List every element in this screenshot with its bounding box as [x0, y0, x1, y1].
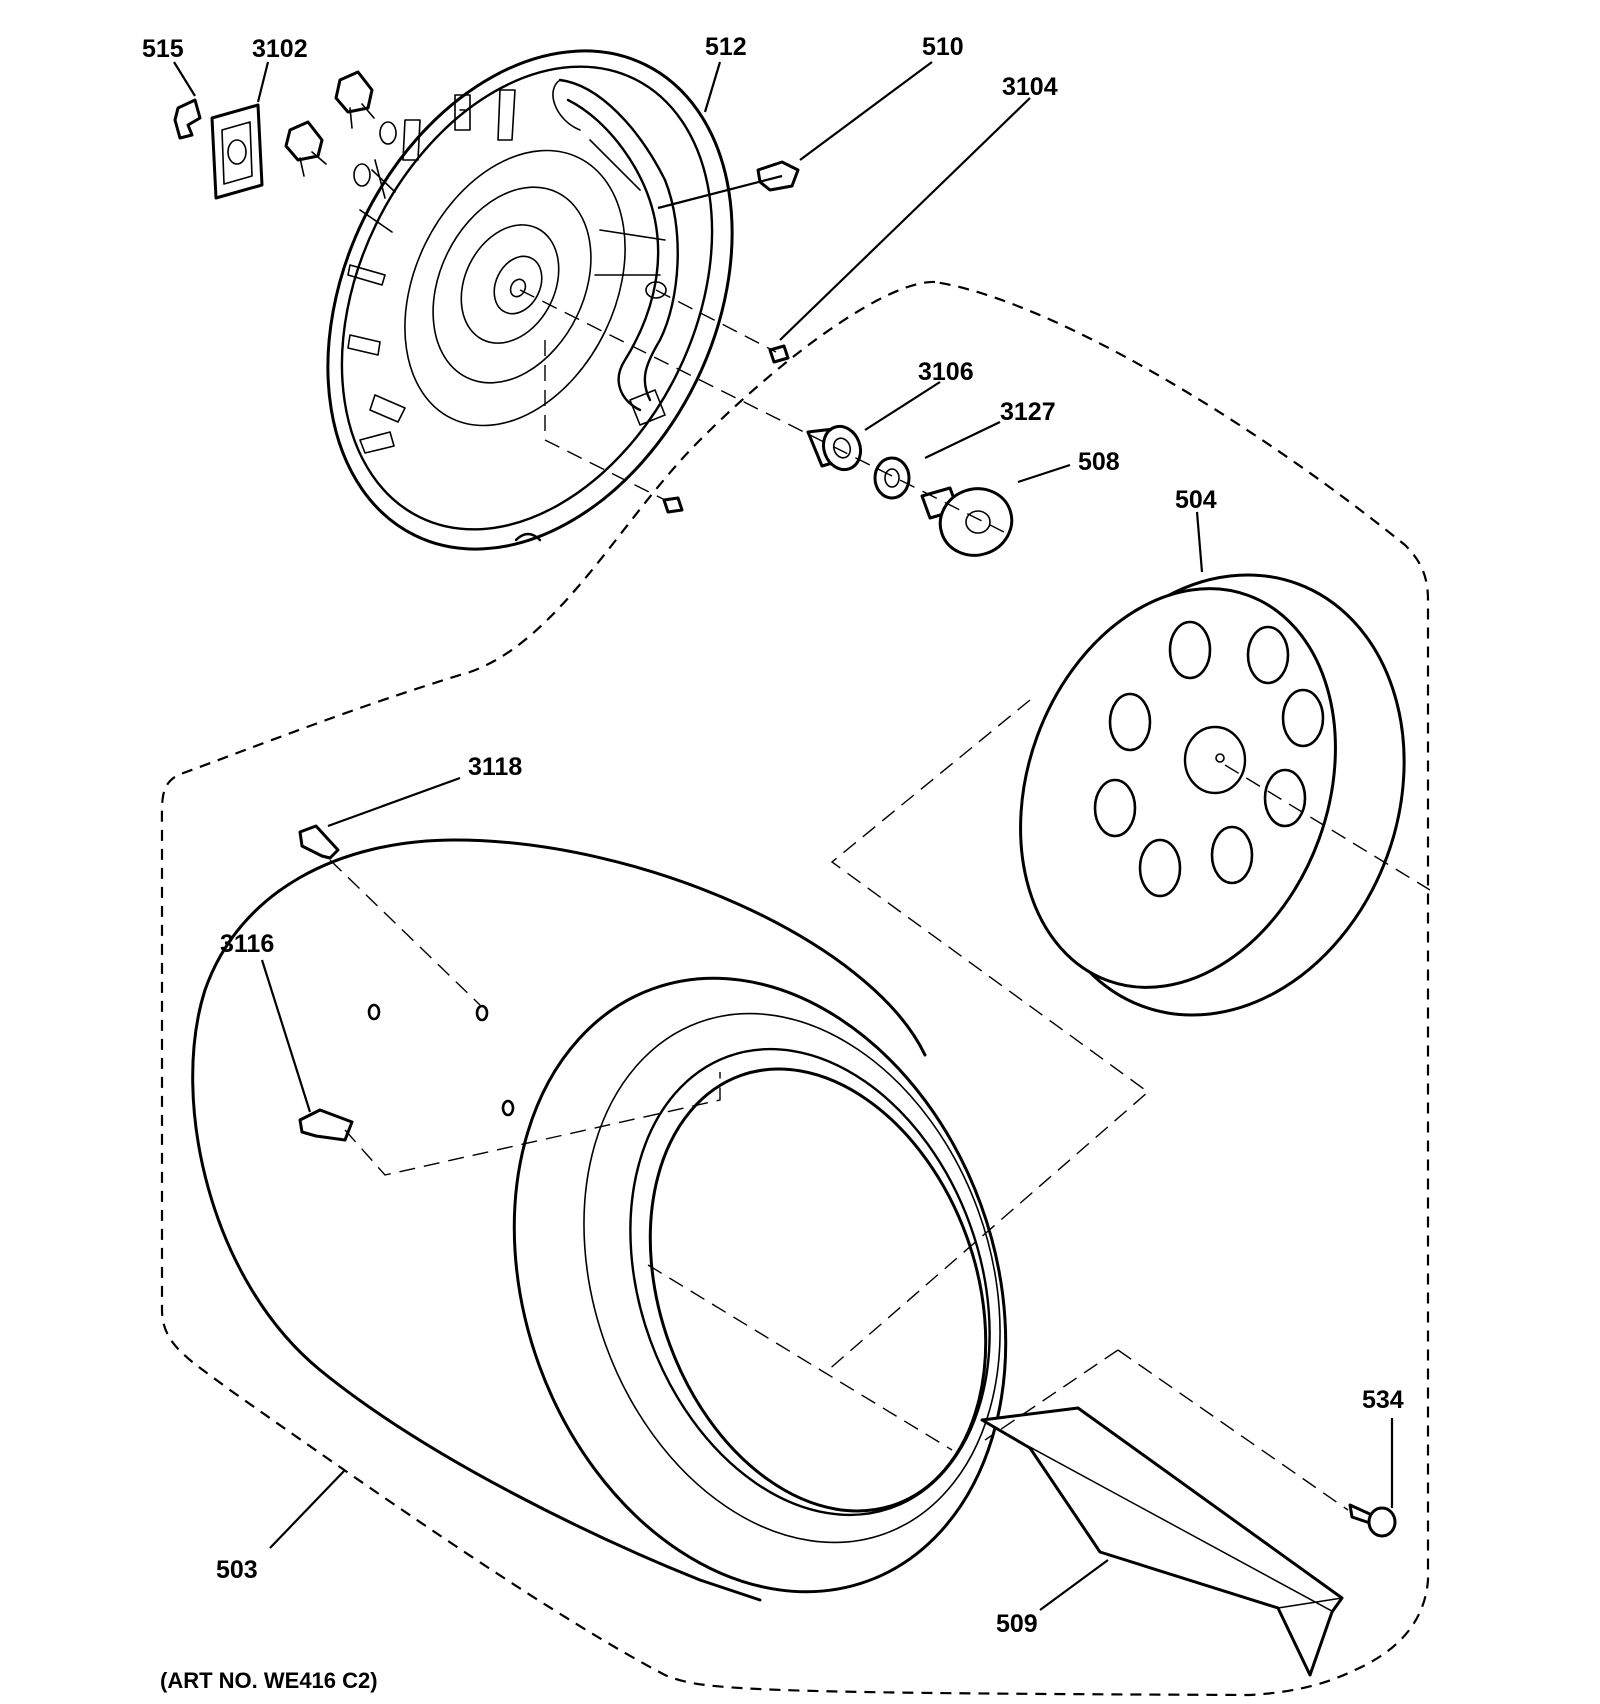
thermostat-parts [284, 70, 375, 177]
bulkhead-hole-3 [645, 281, 667, 299]
drum-opening-inner [648, 1067, 988, 1513]
bulkhead-tabs [347, 89, 516, 454]
washer-3127 [873, 456, 911, 500]
shaft-508 [920, 486, 1014, 557]
callout-3104: 3104 [1002, 73, 1058, 101]
callout-515: 515 [142, 35, 184, 63]
drum-hole-3 [501, 1099, 515, 1117]
callout-3127: 3127 [1000, 398, 1056, 426]
clip-515 [173, 98, 202, 140]
callout-512: 512 [705, 33, 747, 61]
clip-3116 [298, 1108, 354, 1142]
bulkhead-outer-rim [326, 49, 734, 551]
bulkhead-notch [514, 532, 542, 542]
screw-bulkhead [662, 496, 684, 514]
heater-terminal [629, 389, 666, 426]
vent-hole-8 [1108, 692, 1152, 752]
callout-labels: 515 3102 512 510 3104 3106 3127 508 504 … [142, 33, 1404, 1693]
callout-3102: 3102 [252, 35, 308, 63]
callout-534: 534 [1362, 1386, 1404, 1414]
screw-3118 [298, 824, 340, 860]
bulkhead-ring-1 [460, 224, 560, 344]
vent-hole-4 [1263, 768, 1307, 828]
baffle-509 [980, 1406, 1344, 1677]
assembly-centerlines [329, 289, 1431, 1511]
callout-leaders [173, 61, 1394, 1611]
callout-504: 504 [1175, 486, 1217, 514]
bulkhead-hub-center [509, 278, 527, 298]
heater-coil [558, 78, 679, 402]
drum-front-lip [583, 1012, 1001, 1544]
bulkhead-inner-rim [340, 65, 714, 531]
bulkhead-hub [493, 255, 543, 315]
screw-534 [1348, 1503, 1397, 1538]
bulkhead-hole-2 [353, 163, 371, 187]
callout-503: 503 [216, 1556, 258, 1584]
vent-hole-1 [1168, 620, 1212, 680]
callout-3116: 3116 [220, 930, 274, 958]
screw-3104 [768, 344, 790, 364]
drum-hole-1 [367, 1003, 381, 1021]
vent-hole-3 [1281, 688, 1325, 748]
vent-hole-6 [1138, 838, 1182, 898]
bulkhead-ring-3 [404, 149, 626, 427]
drum-back-504 [1019, 573, 1406, 1017]
plate-3102 [210, 103, 264, 200]
vent-hole-2 [1246, 625, 1290, 685]
heater-coil-inner [566, 98, 660, 412]
vent-hole-7 [1093, 778, 1137, 838]
drum-assembly-boundary [160, 280, 1430, 1697]
callout-3118: 3118 [468, 753, 522, 781]
heater-coil-wire [552, 79, 666, 276]
callout-3106: 3106 [918, 358, 974, 386]
drum-hole-2 [475, 1004, 489, 1022]
rear-bulkhead-512 [326, 49, 734, 551]
vent-hole-5 [1210, 825, 1254, 885]
callout-508: 508 [1078, 448, 1120, 476]
callout-510: 510 [922, 33, 964, 61]
bulkhead-ring-2 [432, 186, 592, 384]
bulkhead-hole-1 [379, 121, 397, 145]
callout-509: 509 [996, 1610, 1038, 1638]
drum-opening-outer [629, 1047, 991, 1517]
bearing-3106 [806, 424, 863, 472]
drum-back-hub [1183, 725, 1247, 795]
drum-503 [191, 838, 1008, 1602]
art-number: (ART NO. WE416 C2) [160, 1668, 378, 1693]
